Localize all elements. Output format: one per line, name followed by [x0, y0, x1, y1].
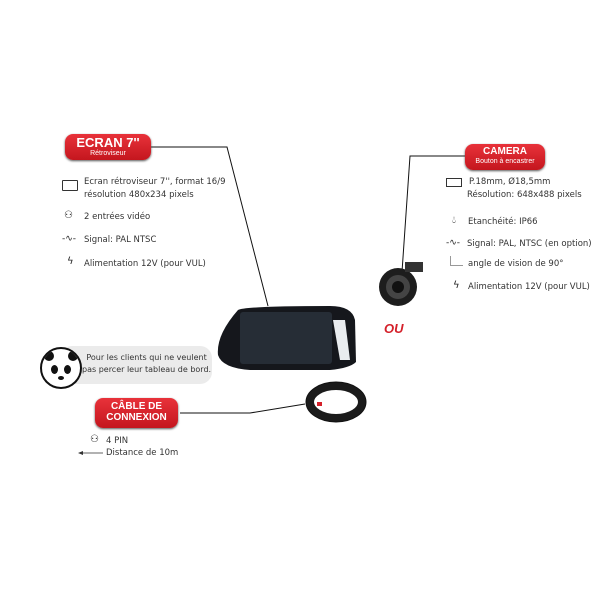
cable-title-line2: CONNEXION [106, 411, 167, 423]
panda-icon [40, 347, 82, 389]
ecran-leader-line [150, 146, 269, 307]
cable-title-line1: CÂBLE DE [110, 401, 163, 412]
camera-spec-ip: Etanchéité: IP66 [468, 217, 538, 227]
power-icon: ϟ [67, 256, 74, 267]
rearview-mirror-image [217, 306, 356, 370]
camera-spec-signal: Signal: PAL, NTSC (en option) [467, 239, 592, 249]
camera-spec-size: P.18mm, Ø18,5mm Résolution: 648x488 pixe… [467, 177, 582, 200]
power-icon: ϟ [453, 280, 460, 291]
camera-image [379, 262, 423, 306]
or-label: OU [384, 321, 404, 336]
cable-spec-pin: 4 PIN [106, 436, 129, 446]
ecran-spec-power: Alimentation 12V (pour VUL) [84, 259, 206, 269]
connector-icon: ⚇ [64, 210, 73, 221]
connector-icon: ⚇ [90, 434, 99, 445]
camera-spec-angle: angle de vision de 90° [468, 259, 564, 269]
ecran-title: ECRAN 7'' [76, 135, 140, 150]
cable-coil-image [305, 381, 367, 423]
screen-icon [62, 180, 78, 191]
cable-spec-distance: Distance de 10m [106, 448, 179, 458]
panda-note-bubble [60, 346, 212, 384]
ecran-subtitle: Rétroviseur [90, 149, 126, 157]
camera-badge: CAMERA Bouton à encastrer [465, 144, 545, 170]
panda-note-text: Pour les clients qui ne veulent pas perc… [82, 353, 212, 374]
ecran-spec-inputs: 2 entrées vidéo [84, 212, 151, 222]
camera-leader-line [401, 155, 466, 273]
camera-title: CAMERA [483, 146, 527, 157]
screen-icon [446, 178, 462, 187]
ecran-spec-signal: Signal: PAL NTSC [84, 235, 157, 245]
camera-subtitle: Bouton à encastrer [475, 157, 535, 165]
signal-icon: -∿- [446, 238, 461, 248]
ecran-spec-screen: Ecran rétroviseur 7'', format 16/9 résol… [84, 177, 226, 200]
signal-icon: -∿- [62, 234, 77, 244]
angle-icon [450, 256, 463, 266]
cable-badge: CÂBLE DE CONNEXION [95, 398, 178, 428]
camera-spec-power: Alimentation 12V (pour VUL) [468, 282, 590, 292]
ecran-badge: ECRAN 7'' Rétroviseur [65, 134, 151, 160]
cable-leader-line [180, 403, 306, 414]
drop-icon: 💧︎ [452, 215, 456, 226]
